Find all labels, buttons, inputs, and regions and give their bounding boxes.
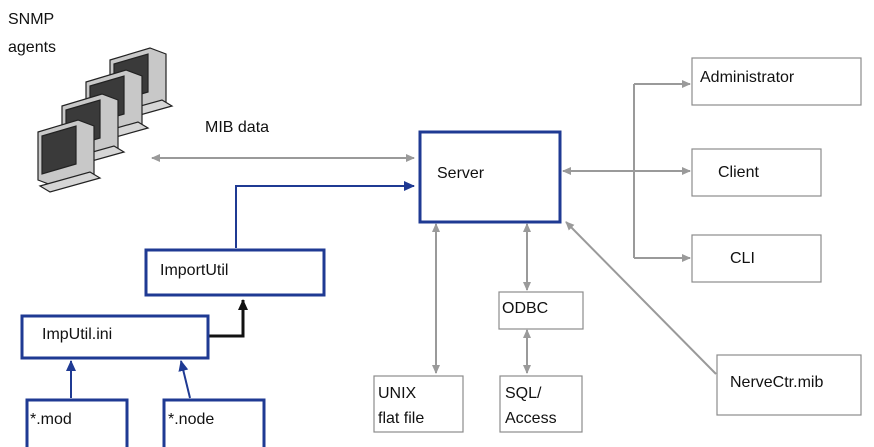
sql-access-box: SQL/ Access (499, 375, 583, 433)
stacked-computers-icon (37, 47, 174, 193)
cli-label: CLI (730, 250, 755, 267)
administrator-box: Administrator (691, 57, 862, 106)
cli-box: CLI (691, 234, 822, 283)
node-to-ini-arrow (178, 360, 191, 399)
server-label: Server (437, 165, 485, 182)
importutil-box: ImportUtil (144, 248, 326, 297)
administrator-label: Administrator (700, 69, 795, 86)
node-file-box: *.node (162, 398, 266, 447)
mib-data-label: MIB data (205, 119, 269, 136)
importutil-to-server-arrow (235, 181, 415, 248)
node-file-label: *.node (168, 411, 214, 428)
snmp-agents-label: SNMP agents (8, 11, 58, 56)
odbc-label: ODBC (502, 300, 548, 317)
importutil-label: ImportUtil (160, 262, 228, 279)
nervectr-to-server-arrow (565, 221, 717, 375)
nervectr-mib-label: NerveCtr.mib (730, 374, 823, 391)
imputil-ini-label: ImpUtil.ini (42, 326, 112, 343)
nervectr-mib-box: NerveCtr.mib (716, 354, 862, 416)
unix-flat-file-label: UNIX flat file (378, 385, 424, 427)
server-box: Server (418, 130, 562, 224)
client-label: Client (718, 164, 759, 181)
odbc-box: ODBC (498, 291, 584, 330)
mod-file-label: *.mod (30, 411, 72, 428)
imputil-ini-box: ImpUtil.ini (20, 314, 210, 360)
mod-file-box: *.mod (25, 398, 129, 447)
client-box: Client (691, 148, 822, 197)
ini-to-importutil-arrow (208, 299, 248, 338)
sql-access-label: SQL/ Access (505, 385, 557, 427)
unix-flat-file-box: UNIX flat file (373, 375, 464, 433)
